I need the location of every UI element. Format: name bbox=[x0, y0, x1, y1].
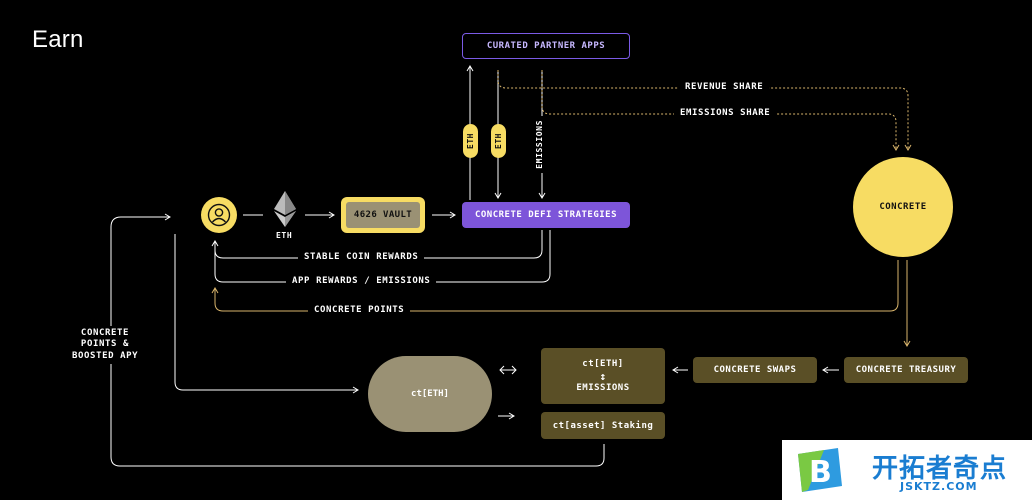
watermark-url: JSKTZ.COM bbox=[900, 480, 978, 493]
eth-down-pill: ETH bbox=[491, 124, 506, 158]
watermark-logo-letter: B bbox=[809, 455, 832, 490]
revenue-share-label: REVENUE SHARE bbox=[679, 82, 770, 92]
points-boosted-label: CONCRETE POINTS & BOOSTED APY bbox=[72, 326, 138, 364]
curated-partner-apps-node: CURATED PARTNER APPS bbox=[462, 33, 630, 59]
watermark: B 开拓者奇点 JSKTZ.COM bbox=[782, 440, 1032, 500]
vault-node: 4626 VAULT bbox=[341, 197, 425, 233]
ct-asset-staking-node: ct[asset] Staking bbox=[541, 412, 665, 439]
points-boosted-line-2: POINTS & bbox=[80, 339, 130, 350]
concrete-defi-strategies-node: CONCRETE DEFI STRATEGIES bbox=[462, 202, 630, 228]
ct-eth-top-label: ct[ETH] bbox=[582, 358, 624, 369]
ct-eth-pool-node: ct[ETH] bbox=[368, 356, 492, 432]
user-icon bbox=[207, 203, 231, 227]
points-boosted-line-3: BOOSTED APY bbox=[72, 350, 139, 361]
emissions-label: EMISSIONS bbox=[535, 120, 544, 169]
vault-label: 4626 VAULT bbox=[346, 202, 420, 228]
ct-eth-emissions-node: ct[ETH] ↕ EMISSIONS bbox=[541, 348, 665, 404]
watermark-logo: B bbox=[798, 448, 842, 492]
user-avatar bbox=[201, 197, 237, 233]
app-rewards-label: APP REWARDS / EMISSIONS bbox=[286, 276, 437, 286]
page-title: Earn bbox=[32, 26, 84, 53]
concrete-swaps-node: CONCRETE SWAPS bbox=[693, 357, 817, 383]
eth-down-label: ETH bbox=[494, 133, 503, 149]
swap-arrow-icon: ↕ bbox=[599, 369, 607, 383]
eth-up-pill: ETH bbox=[463, 124, 478, 158]
eth-label: ETH bbox=[276, 231, 293, 240]
watermark-text: 开拓者奇点 bbox=[872, 454, 1008, 484]
emissions-share-label: EMISSIONS SHARE bbox=[674, 108, 777, 118]
ethereum-icon bbox=[274, 191, 296, 227]
stable-coin-rewards-label: STABLE COIN REWARDS bbox=[298, 252, 425, 262]
concrete-points-label: CONCRETE POINTS bbox=[308, 305, 411, 315]
concrete-node: CONCRETE bbox=[853, 157, 953, 257]
concrete-treasury-node: CONCRETE TREASURY bbox=[844, 357, 968, 383]
ct-eth-emissions-label: EMISSIONS bbox=[576, 382, 630, 393]
eth-up-label: ETH bbox=[466, 133, 475, 149]
emissions-label-wrap: EMISSIONS bbox=[535, 116, 544, 173]
points-boosted-line-1: CONCRETE bbox=[80, 328, 130, 338]
